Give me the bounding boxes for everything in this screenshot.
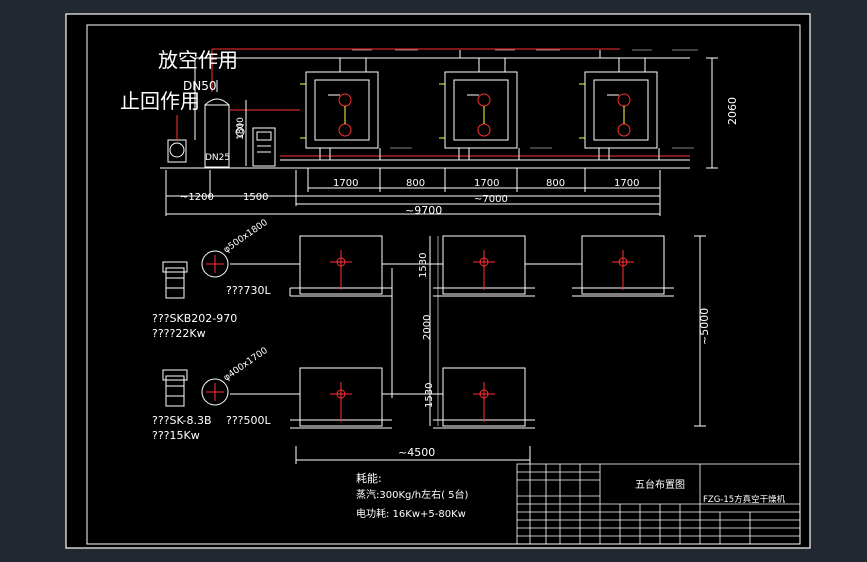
- dn50-label: DN50: [183, 79, 217, 93]
- dim-5000: ~5000: [698, 308, 711, 345]
- plan-view: [162, 235, 706, 464]
- plan-pump-2: [162, 369, 188, 407]
- dim-1700-b: 1700: [474, 178, 499, 189]
- pump-2-power: ???15Kw: [152, 429, 200, 442]
- dim-4500: ~4500: [398, 446, 435, 459]
- plan-tank-2: [201, 378, 229, 406]
- plan-dryer-4: [290, 367, 392, 429]
- dim-7000: ~7000: [474, 194, 508, 205]
- dim-1700-c: 1700: [614, 178, 639, 189]
- tank-1-volume: ???730L: [226, 284, 272, 297]
- tank-2-volume: ???500L: [226, 414, 272, 427]
- notes-heading: 耗能:: [356, 471, 382, 485]
- pump-2-model: ???SK-8.3B: [152, 414, 212, 427]
- dim-1200: ~1200: [180, 192, 214, 203]
- vacuum-pump-elev: [167, 115, 187, 163]
- dim-800-b: 800: [546, 178, 565, 189]
- dryer-unit-2: [439, 58, 520, 160]
- pump-1-model: ???SKB202-970: [152, 312, 237, 325]
- plan-pump-1: [162, 261, 188, 299]
- condensate-receiver: [204, 80, 245, 168]
- dim-9700: ~9700: [405, 204, 442, 217]
- title-block: [516, 463, 801, 545]
- plan-tank-1: [201, 250, 229, 278]
- plan-dryer-2: [433, 235, 535, 297]
- drawing-name: 五台布置图: [635, 478, 685, 491]
- dim-800-a: 800: [406, 178, 425, 189]
- notes-power: 电功耗: 16Kw+5-80Kw: [356, 507, 466, 520]
- plan-dryer-3: [572, 235, 674, 297]
- dim-2060: 2060: [726, 97, 739, 125]
- dim-2000: 2000: [422, 315, 433, 340]
- dim-1500: 1500: [243, 192, 268, 203]
- dryer-unit-3: [579, 58, 660, 160]
- notes-steam: 蒸汽:300Kg/h左右( 5台): [356, 488, 469, 501]
- plan-dryer-5: [433, 367, 535, 429]
- dim-1530-b: 1530: [424, 383, 435, 408]
- control-cabinet: [252, 127, 276, 167]
- plan-dryer-1: [289, 235, 392, 297]
- dim-1530-a: 1530: [418, 253, 429, 278]
- vent-label: 放空作用: [158, 48, 238, 72]
- pump-1-power: ????22Kw: [152, 327, 206, 340]
- product-name: FZG-15方真空干燥机: [703, 494, 786, 505]
- dryer-unit-1: [300, 58, 381, 160]
- dim-1700-a: 1700: [333, 178, 358, 189]
- dn25-label: DN25: [205, 153, 230, 163]
- dim-1800: 1800: [236, 117, 246, 140]
- check-label: 止回作用: [120, 89, 200, 113]
- elevation-view: [160, 48, 718, 216]
- inner-border: [86, 24, 801, 545]
